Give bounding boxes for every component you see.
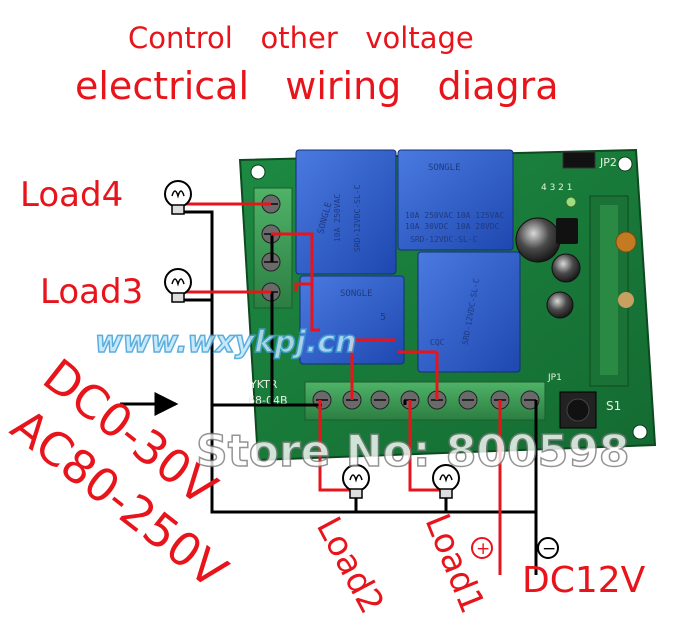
- relay-brand: SONGLE: [340, 289, 373, 299]
- relay-cqc: CQC: [430, 338, 445, 347]
- title-line2: electrical wiring diagra: [75, 64, 559, 108]
- relay-rating-dc: 10A 30VDC: [405, 222, 449, 231]
- plus-sign: +: [476, 539, 490, 559]
- relay-rating-dc2: 10A 28VDC: [456, 222, 500, 231]
- load3-label: Load3: [40, 272, 143, 312]
- s1-button: [559, 391, 597, 429]
- load4-label: Load4: [20, 175, 123, 215]
- relay-pin: 5: [380, 312, 386, 323]
- bottom-terminal-block: [304, 381, 546, 421]
- capacitors: [515, 217, 581, 319]
- relay-rating-2: 10A 125VAC: [456, 211, 504, 220]
- bulb-load1: [432, 464, 460, 499]
- bulb-load3: [164, 268, 192, 303]
- minus-symbol: −: [537, 537, 559, 559]
- relay-bottom-left: SONGLE 5: [299, 275, 405, 365]
- relay-bottom-right: SRD-12VDC-SL-C CQC: [417, 251, 521, 373]
- dc12v-label: DC12V: [522, 560, 646, 601]
- title-line1: Control other voltage: [128, 21, 474, 55]
- jp2-jumper: JP2 4 3 2 1: [541, 151, 617, 208]
- relay-model: SRD-12VDC-SL-C: [410, 235, 478, 244]
- relay-top-left: SONGLE 10A 250VAC SRD-12VDC-SL-C: [295, 149, 397, 275]
- relay-model: SRD-12VDC-SL-C: [353, 184, 362, 252]
- jp2-pin-numbers: 4 3 2 1: [541, 183, 573, 193]
- jp2-label: JP2: [599, 156, 617, 169]
- bulb-load2: [342, 464, 370, 499]
- relay-top-right: SONGLE 10A 250VAC 10A 125VAC 10A 30VDC 1…: [397, 149, 514, 251]
- load1-label: Load1: [417, 508, 493, 619]
- bulb-load4: [164, 180, 192, 215]
- red-wires: [186, 202, 538, 575]
- rf-module: [589, 195, 637, 387]
- watermark-store: Store No: 800598: [196, 426, 629, 477]
- watermark-url: www.wxykpj.cn: [95, 325, 357, 360]
- load2-label: Load2: [308, 510, 392, 620]
- minus-sign: −: [542, 539, 556, 559]
- jp1-label: JP1: [547, 373, 562, 383]
- plus-symbol: +: [471, 537, 493, 559]
- relay-brand: SONGLE: [428, 163, 461, 173]
- relay-rating: 10A 250VAC: [405, 211, 453, 220]
- s1-label: S1: [606, 399, 621, 413]
- relay-rating: 10A 250VAC: [333, 194, 342, 242]
